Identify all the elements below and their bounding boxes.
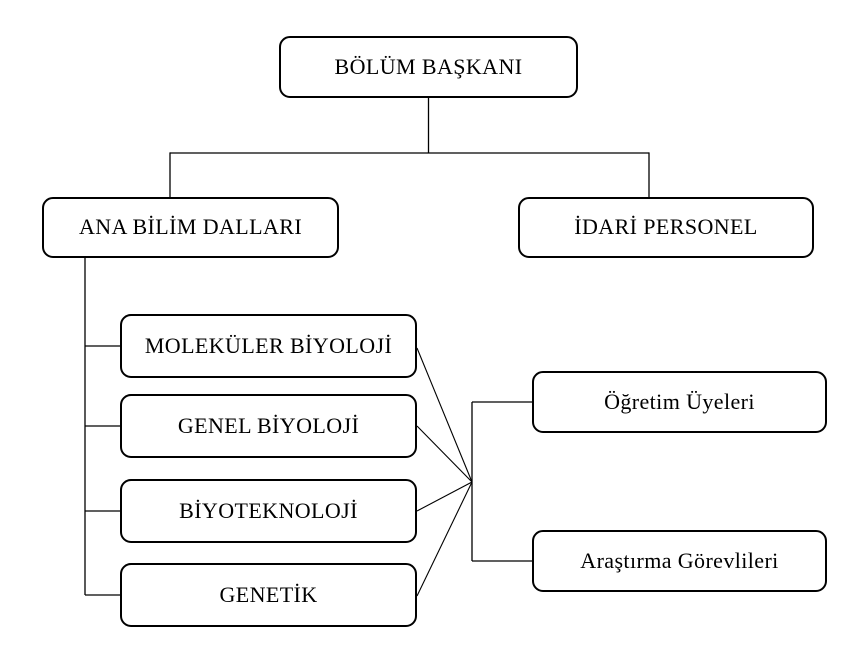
node-arastirma-gorevlileri: Araştırma Görevlileri <box>532 530 827 592</box>
node-biyoteknoloji: BİYOTEKNOLOJİ <box>120 479 417 543</box>
node-ogretim-uyeleri: Öğretim Üyeleri <box>532 371 827 433</box>
node-genel-biyoloji: GENEL BİYOLOJİ <box>120 394 417 458</box>
node-idari-personel: İDARİ PERSONEL <box>518 197 814 258</box>
edge-diagonal-biyoteknoloji <box>416 481 473 512</box>
edge-diagonal-molekuler <box>416 347 473 483</box>
node-bolum-baskani: BÖLÜM BAŞKANI <box>279 36 578 98</box>
node-genetik: GENETİK <box>120 563 417 627</box>
node-ana-bilim-dallari: ANA BİLİM DALLARI <box>42 197 339 258</box>
edge-diagonal-genel <box>416 425 473 483</box>
node-molekuler-biyoloji: MOLEKÜLER BİYOLOJİ <box>120 314 417 378</box>
edge-diagonal-genetik <box>416 481 473 597</box>
